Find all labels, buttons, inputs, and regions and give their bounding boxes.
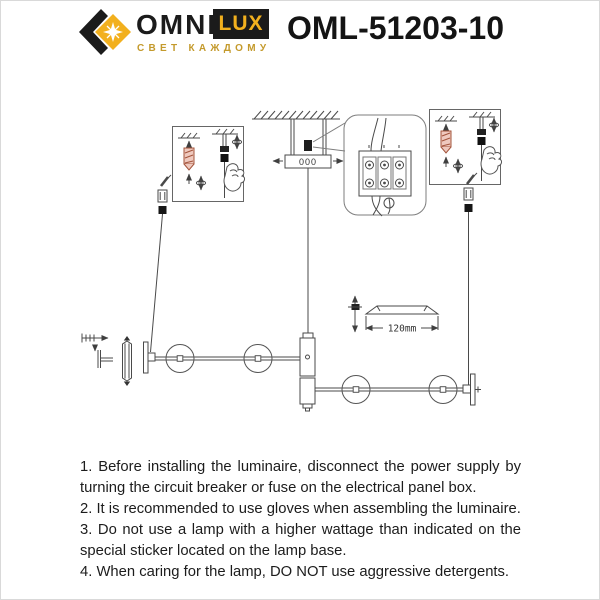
terminal-block — [358, 117, 412, 217]
brand-word-omni: OMNI — [136, 9, 218, 40]
lower-arm-rod — [315, 387, 463, 392]
lamp-frame — [143, 168, 481, 412]
install-inset-left — [173, 127, 245, 202]
brand-word-lux: LUX — [218, 12, 264, 35]
header: OMNI LUX СВЕТ КАЖДОМУ OML-51203-10 — [0, 0, 600, 78]
suspension-cable-left — [150, 173, 173, 353]
instruction-item-4: 4. When caring for the lamp, DO NOT use … — [80, 563, 510, 580]
ceiling-canopy: 000 — [252, 110, 344, 169]
upper-arm-end-bar — [143, 341, 149, 374]
lamp-body — [299, 337, 316, 377]
mounting-parts-detail — [81, 333, 132, 386]
model-number-title: OML-51203-10 — [287, 10, 504, 46]
brand-lux-badge: LUX — [213, 9, 269, 39]
lower-arm-end-bar — [470, 373, 476, 406]
instruction-item-2: 2. It is recommended to use gloves when … — [80, 500, 521, 517]
shade-side-detail: 120mm — [348, 295, 440, 335]
omnilux-logo-icon — [79, 9, 131, 55]
shade-width-label: 120mm — [388, 324, 417, 335]
install-inset-right — [430, 110, 502, 185]
wiring-callout — [312, 114, 427, 217]
canopy-holes-label: 000 — [299, 157, 317, 167]
suspension-cable-right — [462, 171, 479, 385]
canopy-screw-icon — [304, 140, 312, 151]
instruction-item-1: 1. Before installing the luminaire, disc… — [80, 459, 521, 496]
logo-chevron-icon — [79, 9, 108, 55]
logo-starburst-icon — [103, 22, 123, 42]
instructions-block: 1. Before installing the luminaire, disc… — [80, 457, 521, 582]
instruction-item-3: 3. Do not use a lamp with a higher watta… — [80, 521, 521, 559]
brand-tagline: СВЕТ КАЖДОМУ — [137, 43, 271, 54]
lamp-shades — [165, 344, 458, 404]
